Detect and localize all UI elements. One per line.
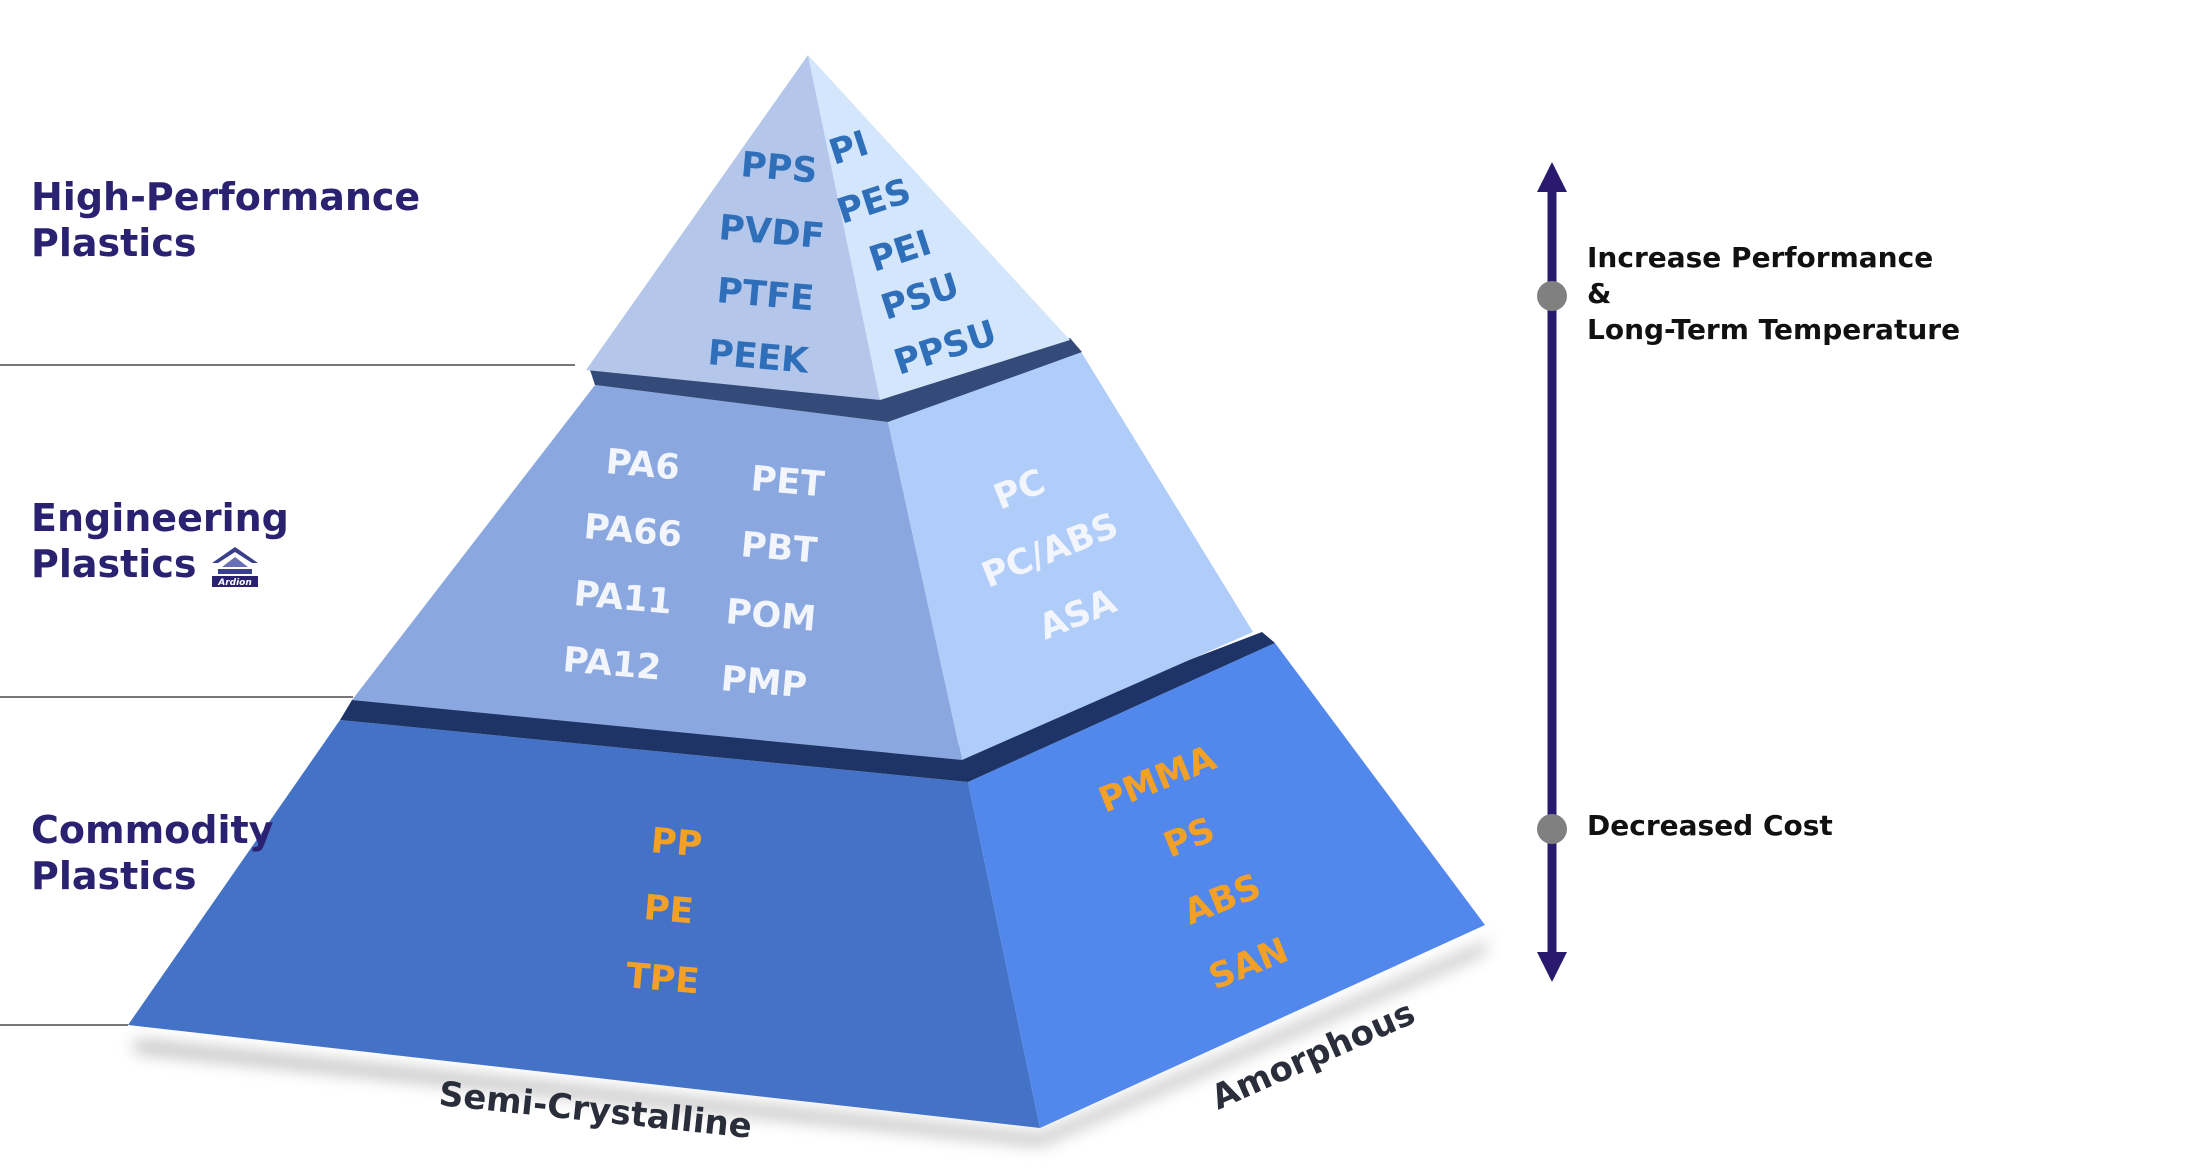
svg-text:Ardion: Ardion xyxy=(218,578,253,588)
material-label: POM xyxy=(724,592,817,640)
performance-marker xyxy=(1537,281,1567,311)
ardion-logo: Ardion xyxy=(212,546,259,588)
arrow-up-icon xyxy=(1537,162,1567,192)
material-label: PET xyxy=(749,459,826,505)
material-label: PA6 xyxy=(604,442,681,488)
material-label: PVDF xyxy=(717,208,826,257)
material-label: PA11 xyxy=(572,574,673,622)
material-label: PEEK xyxy=(706,333,812,382)
material-label: PPS xyxy=(739,145,819,192)
material-label: PMP xyxy=(719,659,808,706)
arrow-down-icon xyxy=(1537,952,1567,982)
high-performance-label-line2: Plastics xyxy=(31,221,197,265)
mid-left-materials: PA6 PA66 PA11 PA12 PET PBT POM PMP xyxy=(561,442,826,706)
engineering-label: Engineering Plastics Ardion xyxy=(31,495,289,589)
high-performance-label: High-Performance Plastics xyxy=(31,174,420,266)
commodity-label-line1: Commodity xyxy=(31,808,274,852)
performance-note-line1: Increase Performance xyxy=(1587,241,1934,274)
performance-cost-axis xyxy=(1537,162,1567,982)
cost-marker xyxy=(1537,814,1567,844)
material-label: PTFE xyxy=(715,271,815,319)
bottom-left-face xyxy=(128,720,1040,1128)
performance-note-line2: & xyxy=(1587,277,1612,310)
pyramid-shadow xyxy=(135,940,1492,1145)
mid-right-face xyxy=(888,350,1253,760)
engineering-label-line2: Plastics xyxy=(31,542,197,586)
high-performance-label-line1: High-Performance xyxy=(31,175,421,219)
top-right-face xyxy=(808,55,1070,400)
cost-note: Decreased Cost xyxy=(1587,808,1833,844)
material-label: PP xyxy=(649,821,704,865)
performance-note-line3: Long-Term Temperature xyxy=(1587,313,1961,346)
bottom-band-dark xyxy=(340,632,1275,782)
material-label: PA66 xyxy=(582,507,683,555)
commodity-label-line2: Plastics xyxy=(31,854,197,898)
top-left-materials: PPS PVDF PTFE PEEK xyxy=(706,145,826,382)
performance-note: Increase Performance & Long-Term Tempera… xyxy=(1587,240,1960,348)
commodity-label: Commodity Plastics xyxy=(31,807,273,899)
engineering-label-line1: Engineering xyxy=(31,496,289,540)
bottom-left-materials: PP PE TPE xyxy=(624,821,704,1002)
bottom-right-face xyxy=(968,643,1485,1128)
cost-note-text: Decreased Cost xyxy=(1587,809,1833,842)
mid-left-face xyxy=(352,385,962,760)
material-label: TPE xyxy=(624,956,701,1002)
top-left-face xyxy=(586,55,880,400)
material-label: PE xyxy=(642,888,695,932)
material-label: PA12 xyxy=(561,640,662,688)
material-label: PBT xyxy=(739,525,819,572)
engineering-label-line2-wrap: Plastics Ardion xyxy=(31,541,289,589)
